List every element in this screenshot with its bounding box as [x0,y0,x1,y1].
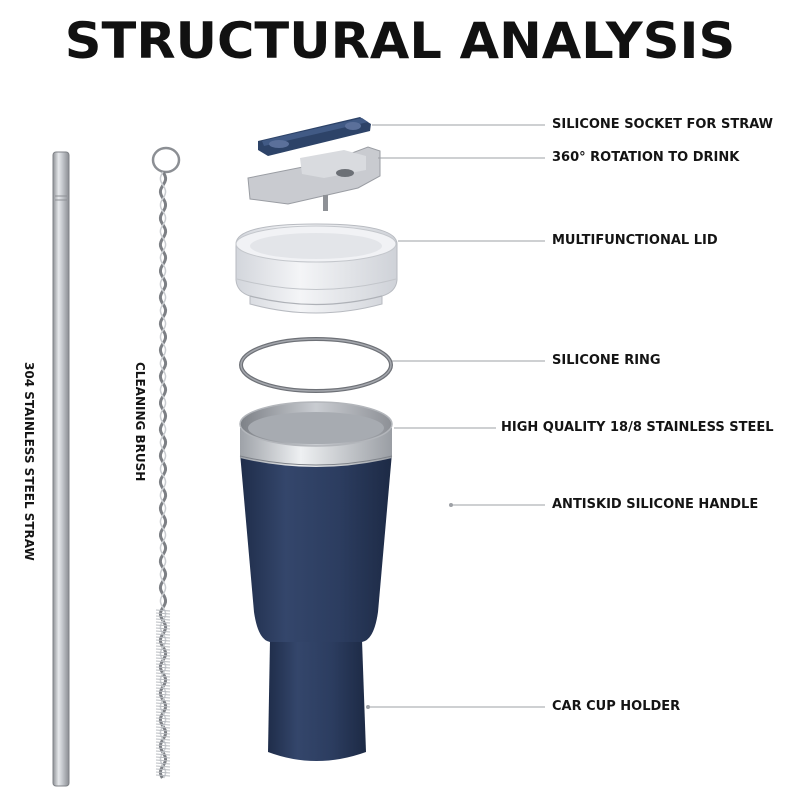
brush-bristle [155,645,171,648]
brush-bristle [155,759,171,762]
silicone-socket [258,117,371,156]
brush-bristle [155,675,171,678]
brush-bristle [155,618,171,621]
brush-bristle [155,693,171,696]
label-silicone-socket: SILICONE SOCKET FOR STRAW [552,117,774,132]
brush-bristle [155,633,171,636]
label-rotation: 360° ROTATION TO DRINK [552,150,740,165]
brush-bristle [155,732,171,735]
tumbler [239,401,393,761]
brush-bristle [155,660,171,663]
brush-bristle [155,756,171,759]
brush-bristle [155,765,171,768]
label-lid: MULTIFUNCTIONAL LID [552,233,718,248]
brush-bristle [155,768,171,771]
brush-bristle [155,687,171,690]
label-straw: 304 STAINLESS STEEL STRAW [22,362,36,561]
brush-bristle [155,609,171,612]
brush-bristle [155,663,171,666]
label-cleaning-brush: CLEANING BRUSH [133,362,147,482]
brush-bristle [155,717,171,720]
brush-bristle [155,696,171,699]
brush-bristle [155,720,171,723]
brush-bristle [155,657,171,660]
brush-bristle [155,699,171,702]
brush-bristle [155,762,171,765]
brush-bristle [155,690,171,693]
label-handle: ANTISKID SILICONE HANDLE [552,497,759,512]
leader-lines [368,124,545,708]
brush-bristle [155,630,171,633]
brush-bristle [155,624,171,627]
brush-bristle [155,684,171,687]
brush-bristle [155,669,171,672]
brush-bristle [155,750,171,753]
brush-bristle [155,774,171,777]
label-stainless-steel: HIGH QUALITY 18/8 STAINLESS STEEL [501,420,774,435]
brush-bristle [155,714,171,717]
brush-bristle [155,678,171,681]
rotation-piece [247,146,381,211]
brush-bristle [155,771,171,774]
leader-dots [366,503,453,709]
cleaning-brush [151,146,181,779]
label-car-cup-holder: CAR CUP HOLDER [552,699,681,714]
brush-bristle [155,666,171,669]
brush-bristle [155,738,171,741]
brush-bristle [155,612,171,615]
brush-bristle [155,726,171,729]
brush-bristle [155,744,171,747]
brush-bristle [155,711,171,714]
silicone-ring [239,337,393,393]
brush-bristle [155,615,171,618]
brush-bristle [155,639,171,642]
brush-bristle [155,735,171,738]
brush-bristle [155,723,171,726]
label-silicone-ring: SILICONE RING [552,353,661,368]
brush-bristle [155,651,171,654]
brush-bristle [155,672,171,675]
straw [52,151,70,787]
brush-bristle [155,654,171,657]
brush-bristle [155,729,171,732]
brush-bristle [155,627,171,630]
brush-bristle [155,636,171,639]
brush-bristle [155,747,171,750]
brush-bristle [155,705,171,708]
page-title: STRUCTURAL ANALYSIS [64,12,736,70]
lid [235,223,398,314]
brush-bristle [155,681,171,684]
brush-bristle [155,708,171,711]
brush-bristle [155,648,171,651]
brush-bristle [155,621,171,624]
brush-bristle [155,642,171,645]
brush-bristle [155,702,171,705]
brush-bristle [155,741,171,744]
brush-bristle [155,753,171,756]
